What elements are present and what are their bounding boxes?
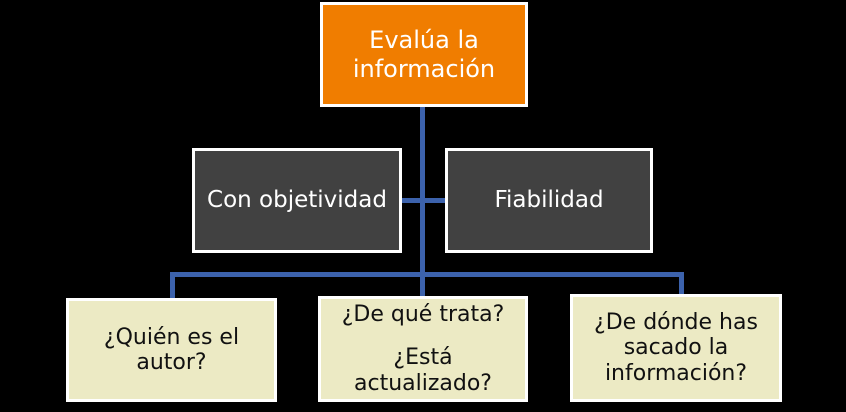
- connector-leaf-right-drop: [679, 272, 684, 300]
- connector-trunk-vertical: [420, 105, 425, 276]
- connector-mid-horizontal: [399, 198, 448, 203]
- node-con-objetividad[interactable]: Con objetividad: [192, 148, 402, 253]
- connector-leaf-bar: [170, 272, 684, 277]
- connector-leaf-center-drop: [420, 272, 425, 298]
- leaf-text-line: ¿Está actualizado?: [354, 345, 492, 396]
- leaf-text-line: ¿De qué trata?: [341, 302, 505, 328]
- node-de-que-trata-esta-actualizado[interactable]: ¿De qué trata? ¿Está actualizado?: [318, 296, 528, 402]
- node-fiabilidad[interactable]: Fiabilidad: [445, 148, 653, 253]
- node-quien-es-el-autor[interactable]: ¿Quién es el autor?: [66, 298, 277, 402]
- leaf-text-line: ¿De dónde has sacado la información?: [594, 310, 758, 386]
- node-de-donde-has-sacado-la-informacion[interactable]: ¿De dónde has sacado la información?: [570, 294, 782, 402]
- connector-leaf-left-drop: [170, 272, 175, 300]
- node-root-evalua-la-informacion[interactable]: Evalúa la información: [320, 2, 528, 107]
- leaf-text-line: ¿Quién es el autor?: [103, 324, 240, 375]
